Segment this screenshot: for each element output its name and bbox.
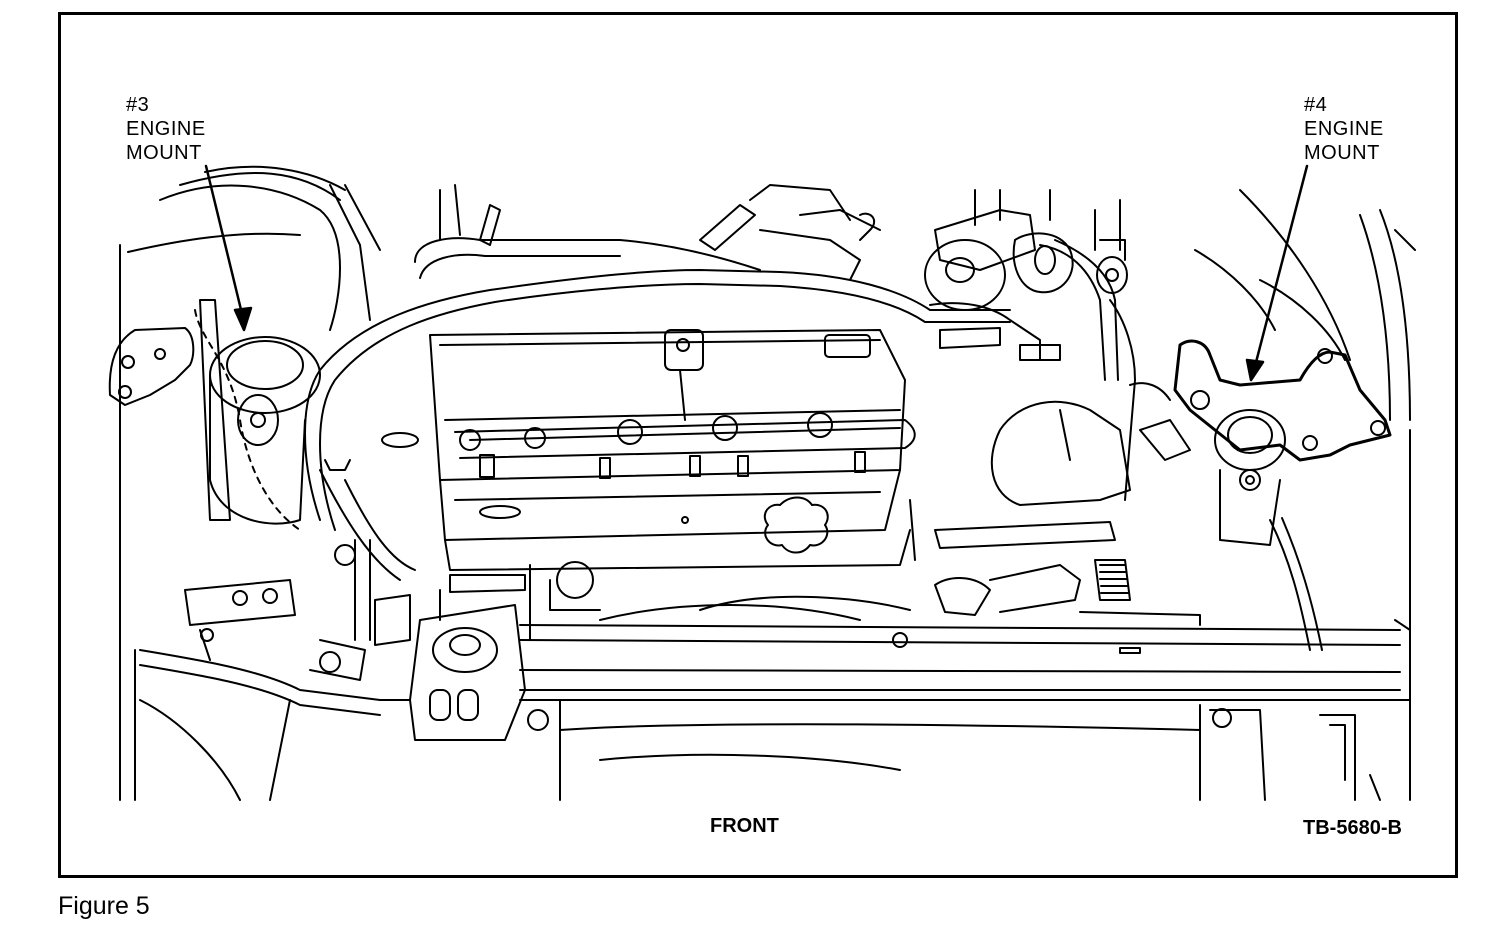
engine-mount-4 bbox=[1173, 339, 1392, 546]
callout-number: #3 bbox=[126, 94, 150, 116]
hoses bbox=[304, 237, 1323, 651]
callout-engine-mount-3: #3 ENGINE MOUNT bbox=[126, 93, 206, 165]
orientation-label: FRONT bbox=[710, 815, 779, 837]
engine-mount-3 bbox=[108, 299, 321, 661]
callout-text-line: ENGINE bbox=[126, 118, 206, 140]
figure-code: TB-5680-B bbox=[1303, 817, 1402, 839]
lower-left-structure bbox=[139, 539, 411, 801]
spark-plug-wires bbox=[454, 412, 916, 479]
radiator-support bbox=[519, 611, 1411, 801]
front-bracket bbox=[309, 544, 549, 741]
callout-text-line: MOUNT bbox=[1304, 142, 1380, 164]
accessories bbox=[439, 184, 1128, 361]
figure-caption: Figure 5 bbox=[58, 892, 150, 920]
compartment-outline bbox=[119, 165, 1416, 801]
valve-cover bbox=[381, 329, 916, 554]
callout-text-line: ENGINE bbox=[1304, 118, 1384, 140]
figure-frame bbox=[58, 12, 1458, 878]
callout-text-line: MOUNT bbox=[126, 142, 202, 164]
callout-number: #4 bbox=[1304, 94, 1328, 116]
callout-engine-mount-4: #4 ENGINE MOUNT bbox=[1304, 93, 1384, 165]
callout-arrows bbox=[204, 164, 1309, 382]
engine-block bbox=[444, 382, 1191, 641]
